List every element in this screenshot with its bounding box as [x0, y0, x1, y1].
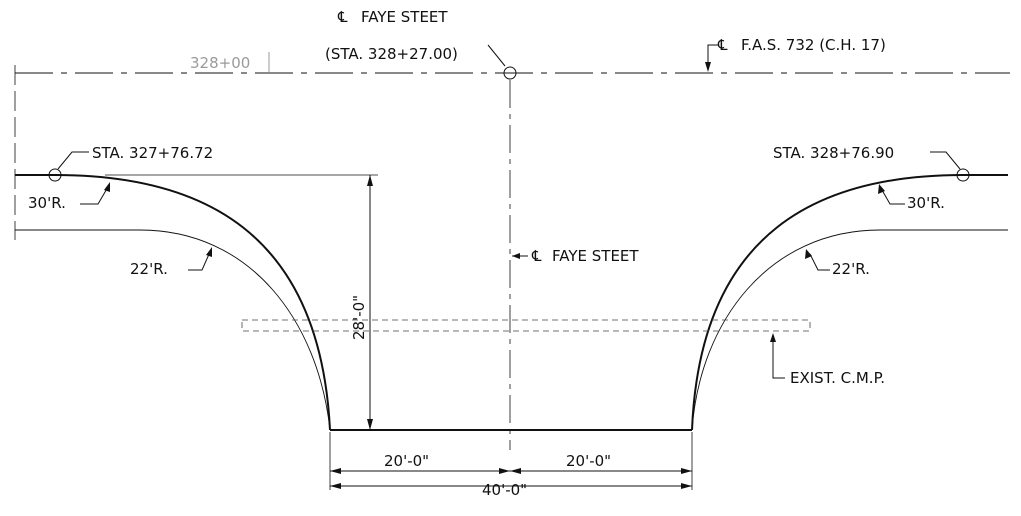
dim-20-right-arrow-a [510, 468, 521, 474]
dim-20-left-arrow-b [499, 468, 510, 474]
dim-40-arrow-b [681, 483, 692, 489]
exist-cmp-label: EXIST. C.M.P. [790, 369, 885, 387]
cl-fas-label: F.A.S. 732 (C.H. 17) [741, 36, 886, 54]
r22-right-leader [809, 253, 830, 271]
r22-right-label: 22'R. [832, 260, 870, 278]
cl-top-title: FAYE STEET [361, 8, 448, 26]
r30-left-arrow [104, 182, 110, 192]
r30-left-leader [80, 186, 109, 205]
dim-20-right-label: 20'-0" [566, 452, 611, 470]
cl-mid-label: FAYE STEET [552, 247, 639, 265]
r22-right-arrow [805, 249, 812, 259]
dim-20-left-label: 20'-0" [384, 452, 429, 470]
edge-22r-left [15, 229, 331, 431]
dim-28-label: 28'-0" [350, 295, 368, 340]
sta-left-point [48, 168, 62, 182]
cl-top-station: (STA. 328+27.00) [325, 45, 458, 63]
dim-20-right-arrow-b [681, 468, 692, 474]
cl-top-leader [487, 44, 506, 67]
cl-symbol-top: ℄ [337, 8, 348, 26]
dim-20-left-arrow-a [330, 468, 341, 474]
fas-leader-arrow [705, 62, 711, 72]
r22-left-arrow [206, 247, 212, 257]
curb-30r-left [15, 174, 331, 431]
r30-right-arrow [878, 184, 885, 194]
sta-right-point [956, 168, 970, 182]
cl-symbol-fas: ℄ [717, 36, 728, 54]
curb-30r-right [691, 174, 1008, 431]
exist-cmp-pipe [241, 319, 811, 332]
dim-40-arrow-a [330, 483, 341, 489]
r30-right-label: 30'R. [907, 194, 945, 212]
cl-symbol-mid: ℄ [531, 247, 542, 265]
dim-40-label: 40'-0" [482, 481, 527, 499]
fas-leader [707, 44, 718, 68]
cl-mid-arrow [512, 253, 520, 259]
sta-right-leader [930, 151, 961, 170]
r22-left-label: 22'R. [130, 260, 168, 278]
dim-28-arrow-top [367, 175, 373, 186]
station-328-label: 328+00 [190, 54, 250, 72]
edge-22r-right [691, 229, 1008, 431]
cl-intersection-point [503, 66, 517, 80]
exist-cmp-leader [772, 338, 785, 379]
sta-left-label: STA. 327+76.72 [92, 144, 213, 162]
sta-left-leader [57, 151, 89, 170]
exist-cmp-arrow [770, 333, 776, 342]
r30-right-leader [881, 189, 905, 205]
sta-right-label: STA. 328+76.90 [773, 144, 894, 162]
dim-28-arrow-bottom [367, 419, 373, 430]
r30-left-label: 30'R. [28, 194, 66, 212]
r22-left-leader [188, 251, 211, 271]
